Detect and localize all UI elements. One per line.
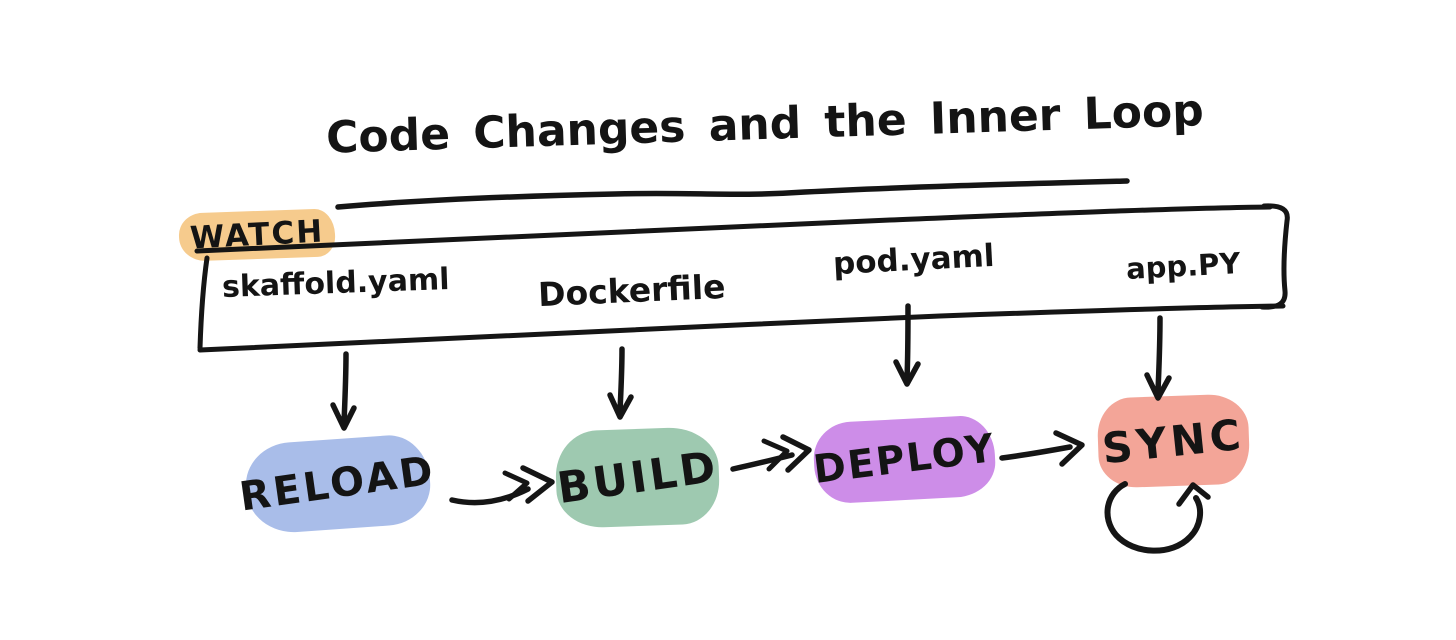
arrow-pod-to-deploy-head-icon [893,359,921,387]
watch-box-bottom-edge [197,303,1286,353]
watch-box-top-edge [194,204,1273,254]
step-build: BUILD [553,426,722,529]
title-underline [335,178,1130,210]
watch-box-right-bracket [1259,203,1290,310]
arrow-pod-to-deploy [904,303,911,381]
step-reload-label: RELOAD [237,447,439,521]
watch-label: WATCH [178,208,336,262]
arrow-build-to-deploy [730,452,795,472]
arrow-dockerfile-to-build-head-icon [607,392,634,420]
step-deploy: DEPLOY [810,414,999,505]
file-label-skaffold-yaml: skaffold.yaml [221,262,451,305]
diagram-title: Code Changes and the Inner Loop [325,85,1205,164]
arrow-app-to-sync-head-icon [1144,372,1172,401]
step-reload: RELOAD [237,432,439,536]
sync-self-loop-head-icon [1176,482,1211,507]
arrow-build-to-deploy-head-icon [780,434,812,473]
arrow-build-to-deploy-head2-icon [761,438,790,472]
arrow-reload-to-build-head-icon [520,465,555,504]
step-sync-label: SYNC [1100,409,1247,473]
file-label-dockerfile: Dockerfile [537,266,727,315]
step-deploy-label: DEPLOY [810,426,999,493]
arrow-skaffold-to-reload [341,351,349,426]
arrow-reload-to-build [449,486,531,506]
arrow-dockerfile-to-build [617,346,625,414]
file-label-pod-yaml: pod.yaml [832,237,996,283]
sync-self-loop [1104,481,1204,554]
arrow-skaffold-to-reload-head-icon [330,402,357,431]
watch-box-left-edge [197,255,210,351]
arrow-app-to-sync [1155,315,1163,394]
step-build-label: BUILD [553,441,722,514]
step-sync: SYNC [1096,393,1251,489]
arrow-deploy-to-sync-head-icon [1053,430,1085,467]
arrow-reload-to-build-head2-icon [502,470,530,502]
file-label-app-py: app.PY [1125,246,1242,286]
arrow-deploy-to-sync [999,444,1073,461]
watch-label-text: WATCH [189,213,325,257]
